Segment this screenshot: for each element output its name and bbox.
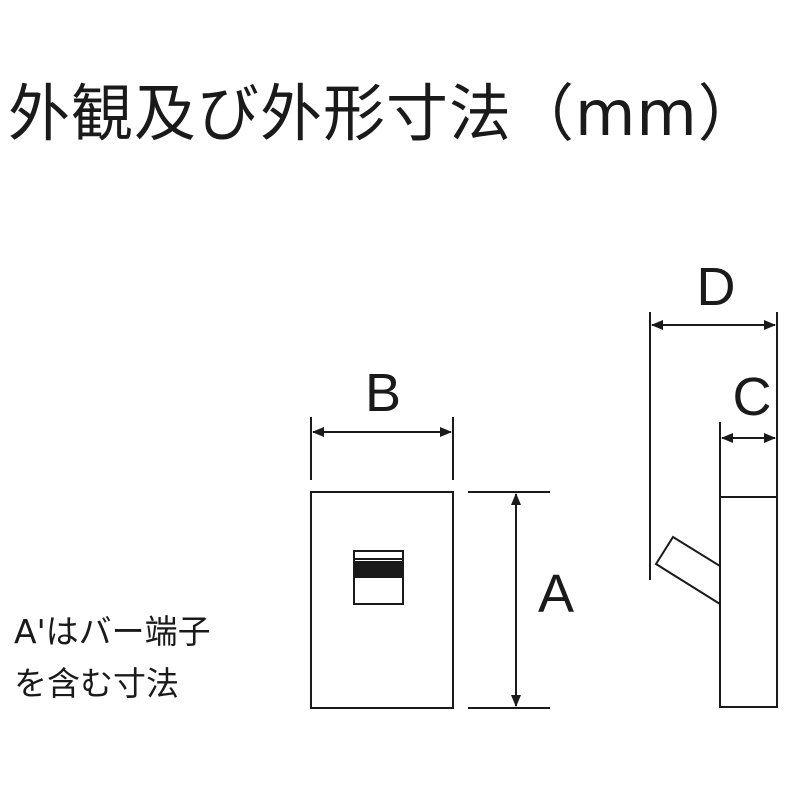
front-view-body: [310, 491, 454, 709]
dim-a-label: A: [538, 564, 574, 624]
side-view-handle: [654, 535, 721, 606]
note-line-1: A'はバー端子: [14, 612, 211, 651]
dimension-note: A'はバー端子 を含む寸法: [14, 606, 211, 710]
switch-lever: [353, 561, 404, 578]
dim-d-label: D: [697, 257, 736, 317]
note-line-2: を含む寸法: [14, 664, 179, 703]
dim-c-label: C: [733, 367, 772, 427]
side-view-body: [719, 496, 778, 708]
dim-b-label: B: [365, 363, 401, 423]
diagram-title: 外観及び外形寸法（mm）: [8, 77, 761, 150]
